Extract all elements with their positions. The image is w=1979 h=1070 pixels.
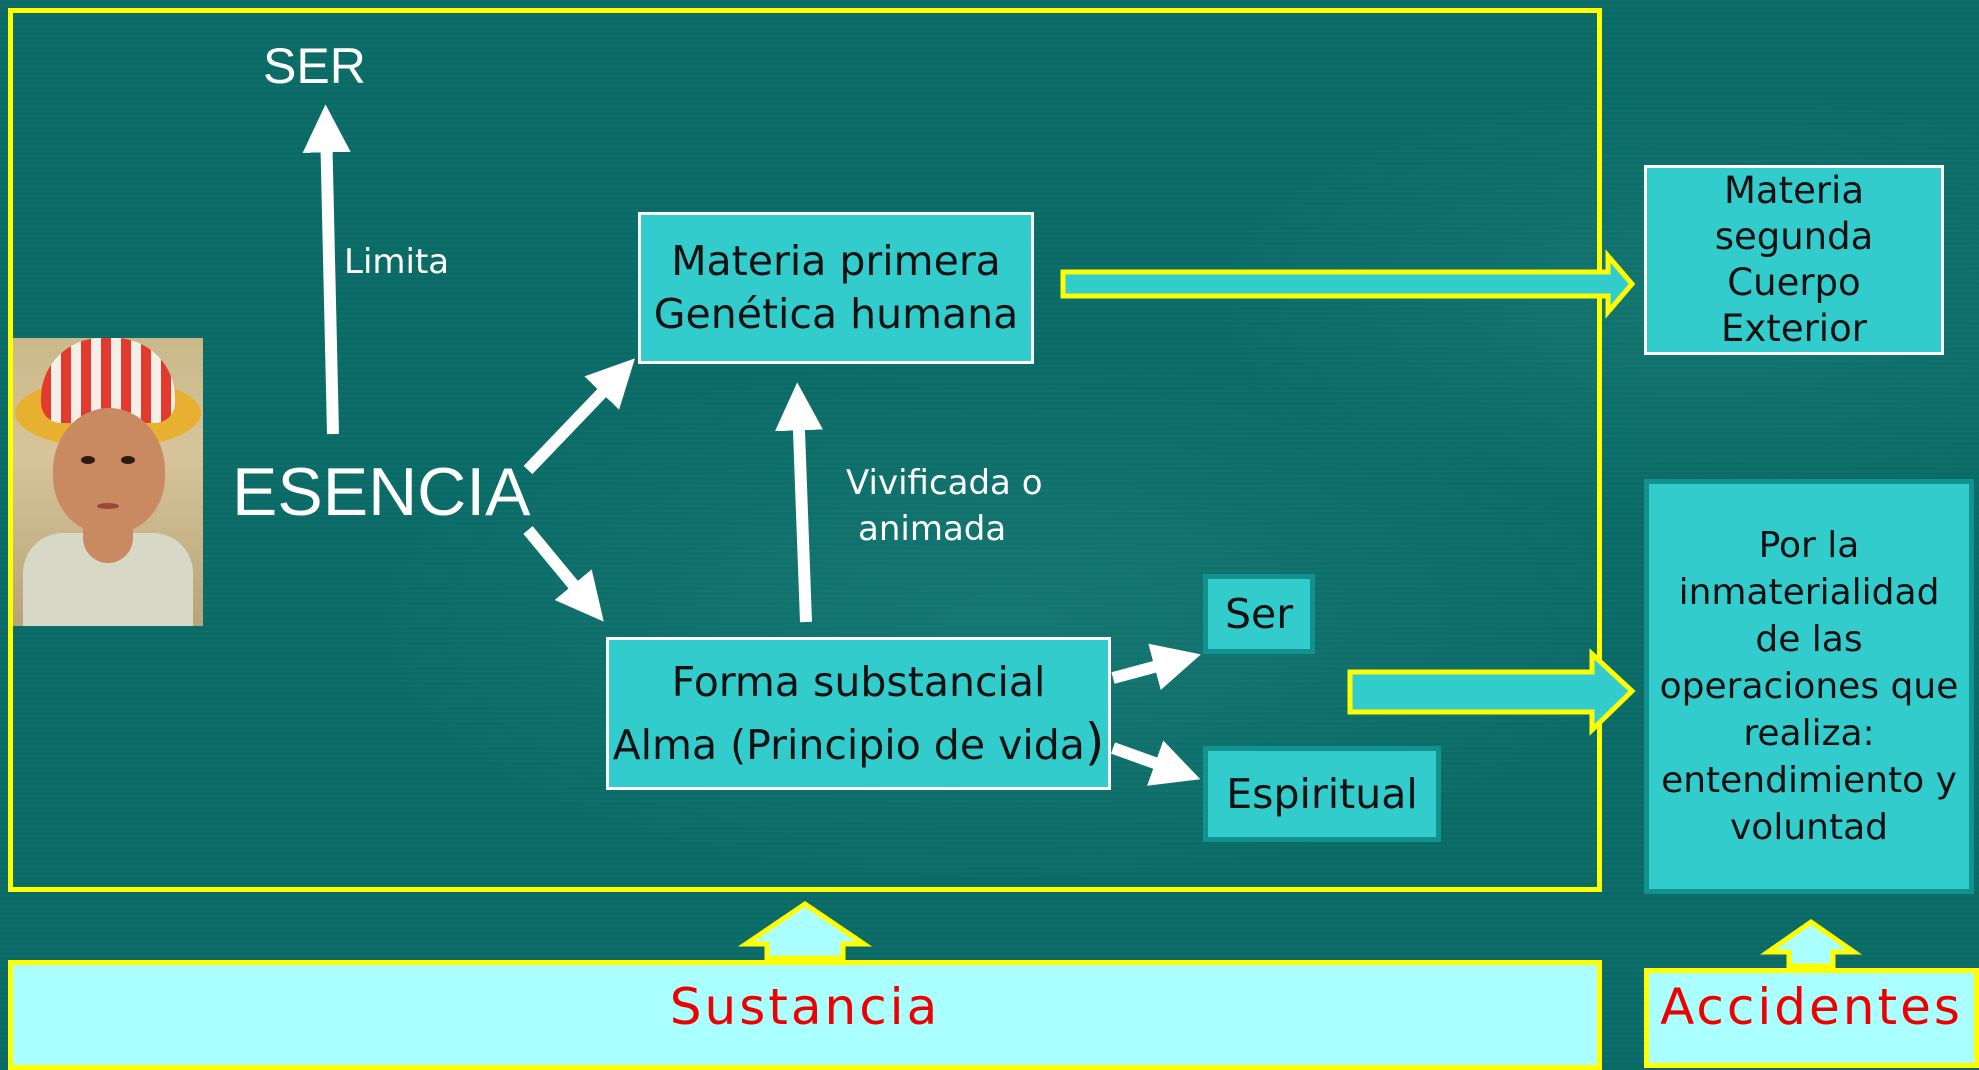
materia-primera-line-2: Genética humana <box>653 290 1019 338</box>
arrow-icon-esencia-to-ser <box>302 104 351 435</box>
vivificada-line-2: animada <box>858 509 1007 549</box>
alma-text: Alma (Principio de vida <box>612 721 1085 769</box>
block-arrow-icon-to-inmaterialidad <box>1347 648 1636 736</box>
materia-segunda-line-3: Exterior <box>1721 307 1867 350</box>
child-photo <box>13 338 203 626</box>
forma-substancial-line-1: Forma substancial <box>671 658 1046 706</box>
ser-label: SER <box>263 38 366 94</box>
inmaterialidad-line-1: Por la <box>1758 525 1860 566</box>
arrow-icon-forma-to-espiritual <box>1110 740 1201 786</box>
block-arrow-icon-to-materia-segunda <box>1060 249 1636 319</box>
substance-frame <box>8 8 1602 892</box>
up-arrow-icon-accidentes <box>1760 918 1862 969</box>
vivificada-label: Vivificada o animada <box>846 460 1043 552</box>
up-arrow-icon-sustancia <box>737 900 873 961</box>
child-eye-left <box>81 456 95 464</box>
forma-substancial-line-2: Alma (Principio de vida) <box>613 712 1105 775</box>
accidentes-bar: Accidentes <box>1644 968 1979 1068</box>
arrow-icon-forma-to-ser <box>1111 643 1201 691</box>
inmaterialidad-line-7: voluntad <box>1730 807 1888 848</box>
forma-substancial-box: Forma substancial Alma (Principio de vid… <box>606 637 1111 790</box>
arrow-icon-esencia-to-forma <box>523 526 604 622</box>
inmaterialidad-line-6: entendimiento y <box>1661 760 1957 801</box>
ser-box: Ser <box>1203 574 1315 654</box>
child-mouth <box>97 503 119 509</box>
sustancia-label: Sustancia <box>669 978 941 1036</box>
child-eye-right <box>121 456 135 464</box>
inmaterialidad-line-2: inmaterialidad <box>1678 572 1940 613</box>
materia-primera-line-1: Materia primera <box>671 237 1001 285</box>
espiritual-box: Espiritual <box>1203 746 1441 842</box>
inmaterialidad-line-4: operaciones que <box>1659 666 1959 707</box>
inmaterialidad-box: Por la inmaterialidad de las operaciones… <box>1644 479 1974 894</box>
materia-segunda-line-1: Materia segunda <box>1714 169 1874 258</box>
limita-label: Limita <box>344 242 450 282</box>
arrow-icon-forma-to-materia <box>774 382 823 623</box>
child-neck <box>83 523 133 563</box>
materia-segunda-line-2: Cuerpo <box>1727 261 1861 304</box>
child-face <box>53 408 165 533</box>
alma-close-paren: ) <box>1084 713 1105 771</box>
inmaterialidad-line-5: realiza: <box>1743 713 1875 754</box>
materia-segunda-box: Materia segunda Cuerpo Exterior <box>1644 165 1944 355</box>
arrow-icon-esencia-to-materia <box>523 358 635 475</box>
materia-primera-box: Materia primera Genética humana <box>638 212 1034 364</box>
inmaterialidad-line-3: de las <box>1755 619 1863 660</box>
accidentes-label: Accidentes <box>1660 978 1963 1036</box>
vivificada-line-1: Vivificada o <box>846 463 1043 503</box>
esencia-label: ESENCIA <box>232 454 531 530</box>
